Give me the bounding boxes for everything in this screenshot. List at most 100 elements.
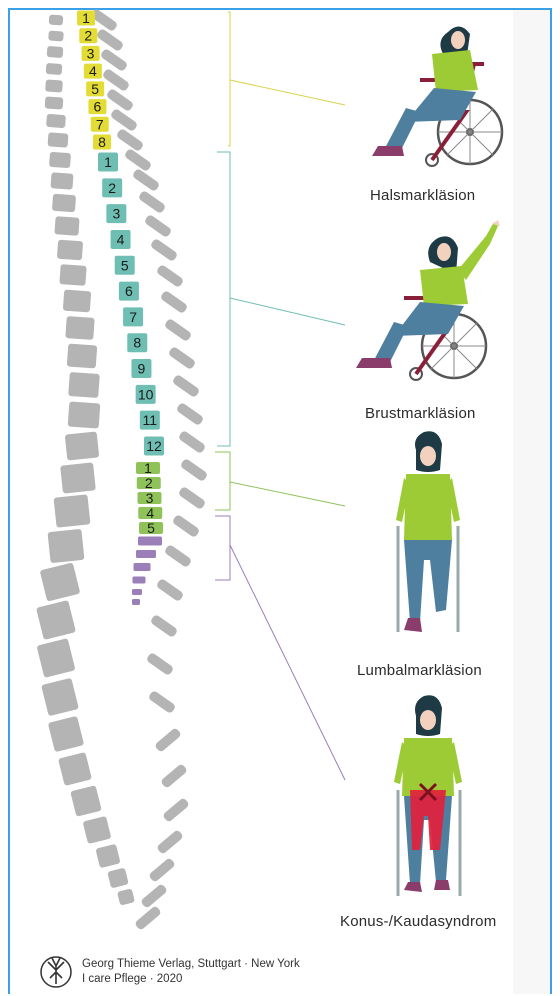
vertebral-body (49, 15, 64, 26)
figure-wheelchair-cervical (372, 26, 502, 166)
vertebral-body (45, 96, 64, 109)
credit-line-1: Georg Thieme Verlag, Stuttgart · New Yor… (82, 958, 300, 970)
spinous-process (160, 763, 188, 789)
spinous-process (132, 168, 161, 192)
segment-lumbar-label: 1 (144, 460, 152, 476)
segment-lumbar-5: 5 (139, 520, 163, 536)
vertebral-body (65, 316, 94, 340)
vertebral-body (48, 132, 69, 147)
segment-cervical-1: 1 (77, 10, 95, 26)
spinous-process (116, 128, 145, 152)
segment-thoracic-12: 12 (144, 437, 164, 456)
connector-lumbar (230, 482, 345, 506)
segment-thoracic-10: 10 (136, 385, 156, 404)
vertebral-body (68, 401, 101, 428)
label-lumbalmarklaesion: Lumbalmarkläsion (357, 662, 482, 679)
segment-cervical-label: 5 (91, 81, 99, 97)
spinous-process (162, 797, 190, 823)
segment-cervical-label: 3 (87, 45, 95, 61)
vertebral-body (70, 785, 102, 817)
vertebral-body (57, 240, 83, 261)
vertebral-body (48, 716, 84, 752)
spinous-process (154, 727, 182, 753)
bracket-thoracic (217, 152, 230, 446)
spinous-process (164, 544, 193, 568)
segment-lumbar-1: 1 (136, 460, 160, 476)
segment-thoracic-label: 8 (133, 335, 141, 351)
vertebral-body (65, 431, 100, 460)
label-konus-kaudasyndrom: Konus-/Kaudasyndrom (340, 913, 496, 930)
segment-lumbar-label: 3 (146, 490, 154, 506)
sacral-segment (132, 599, 140, 605)
vertebral-body (54, 494, 91, 527)
segment-thoracic-label: 2 (108, 180, 116, 196)
spinous-process (110, 108, 139, 132)
vertebral-body (46, 114, 66, 128)
vertebral-body (40, 562, 81, 601)
vertebral-body (50, 172, 73, 189)
segment-cervical-label: 8 (98, 134, 106, 150)
vertebral-body (107, 868, 129, 889)
segment-thoracic-8: 8 (127, 333, 147, 352)
bracket-lumbar (215, 452, 230, 510)
vertebral-body (63, 290, 91, 313)
spinous-process (156, 578, 185, 602)
vertebral-bodies (36, 15, 135, 906)
vertebral-body (36, 600, 76, 640)
spinous-process (96, 28, 125, 52)
segment-thoracic-4: 4 (111, 230, 131, 249)
spinous-process (172, 374, 201, 398)
vertebral-body (83, 816, 112, 844)
spinous-process (150, 238, 179, 262)
connector-conus (230, 545, 345, 780)
segment-thoracic-label: 9 (138, 361, 146, 377)
vertebral-body (58, 752, 92, 786)
spinous-process (140, 883, 168, 909)
segment-cervical-2: 2 (79, 28, 97, 44)
vertebral-body (45, 79, 63, 92)
vertebral-body (60, 462, 96, 493)
label-halsmarklaesion: Halsmarkläsion (370, 187, 475, 204)
vertebral-body (47, 529, 84, 563)
spinous-process (138, 190, 167, 214)
figure-wheelchair-thoracic (356, 220, 500, 380)
sacral-segment (138, 537, 162, 546)
connector-cervical (230, 80, 345, 105)
segment-lumbar-label: 5 (147, 520, 155, 536)
segment-cervical-4: 4 (84, 63, 102, 79)
segment-cervical-label: 1 (82, 10, 90, 26)
sacral-segment (133, 577, 146, 584)
spinous-process (172, 514, 201, 538)
segment-thoracic-6: 6 (119, 282, 139, 301)
vertebral-body (117, 888, 135, 905)
spinous-process (146, 652, 175, 676)
spinous-process (180, 458, 209, 482)
sacral-segment (134, 563, 151, 571)
spinous-process (178, 486, 207, 510)
segment-lumbar-4: 4 (138, 505, 162, 521)
segment-thoracic-label: 5 (121, 257, 129, 273)
segment-cervical-label: 6 (94, 99, 102, 115)
segment-thoracic-3: 3 (106, 204, 126, 223)
segment-thoracic-2: 2 (102, 178, 122, 197)
segment-thoracic-5: 5 (115, 256, 135, 275)
segment-thoracic-label: 10 (138, 386, 154, 402)
segment-thoracic-label: 7 (129, 309, 137, 325)
spinous-process (102, 68, 131, 92)
segment-cervical-7: 7 (91, 116, 109, 132)
credit-line-2: I care Pflege · 2020 (82, 973, 182, 985)
vertebral-body (68, 372, 100, 398)
figure-crutches-lumbar (396, 431, 460, 632)
vertebral-body (47, 46, 64, 58)
segment-lumbar-label: 2 (145, 475, 153, 491)
segment-thoracic-label: 12 (146, 438, 162, 454)
segment-cervical-3: 3 (82, 45, 100, 61)
sacral-segment (132, 589, 142, 595)
vertebral-body (59, 264, 86, 286)
spinous-process (168, 346, 197, 370)
vertebral-body (48, 30, 64, 41)
vertebral-body (41, 678, 79, 717)
segment-thoracic-label: 4 (117, 231, 125, 247)
spinous-process (164, 318, 193, 342)
